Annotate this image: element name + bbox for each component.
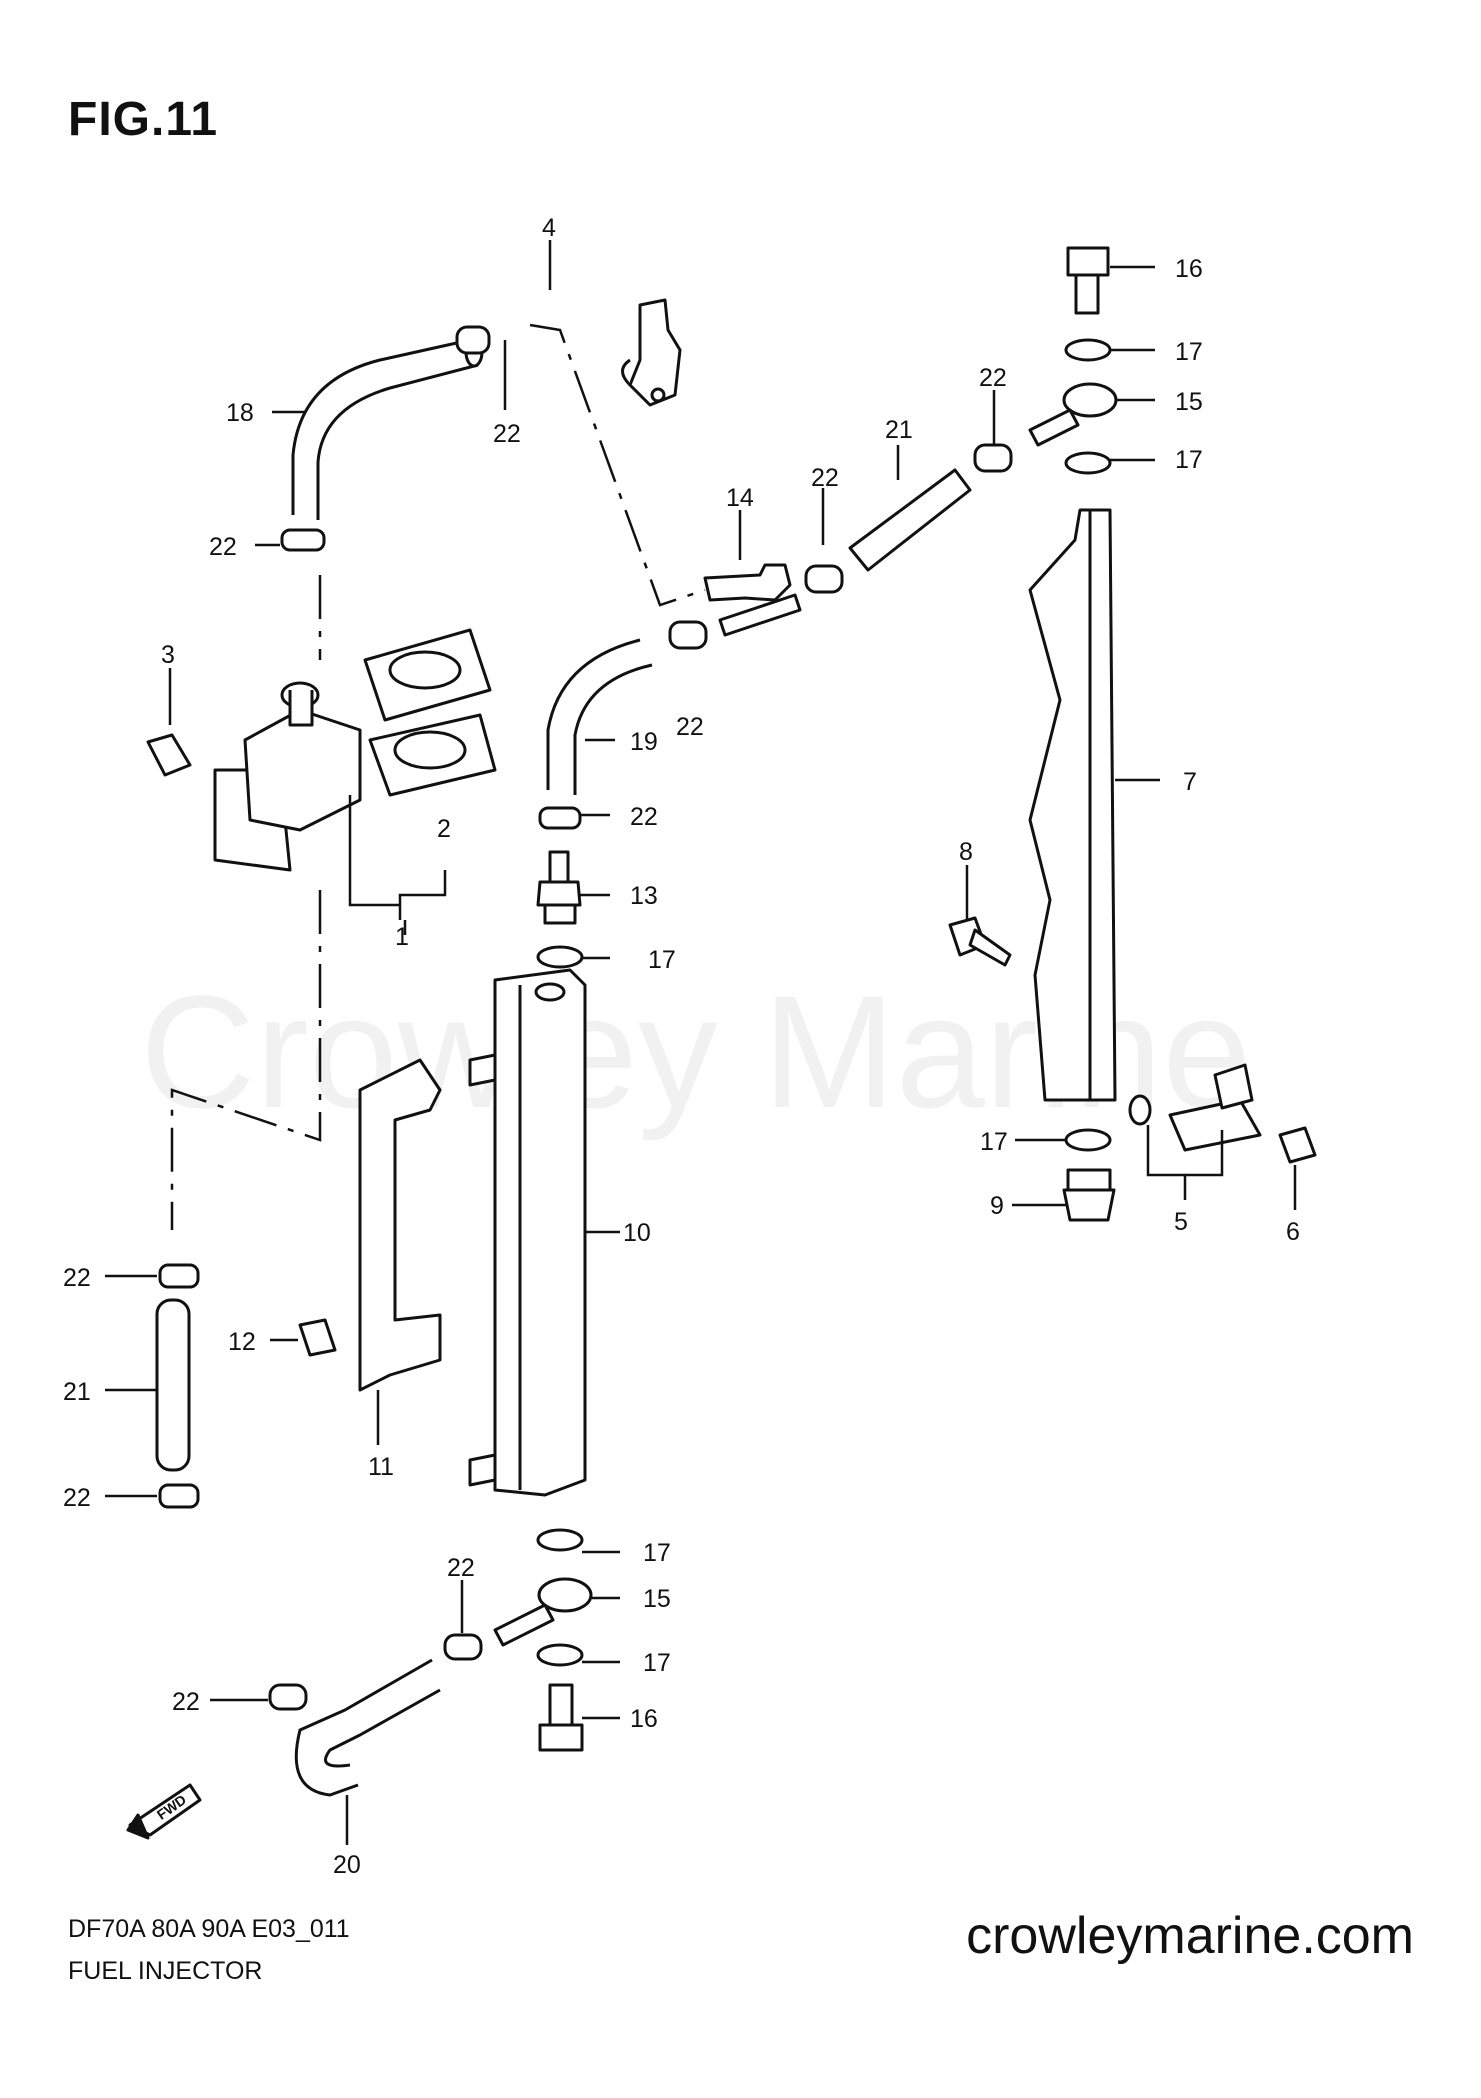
callout-22-e: 22 [676,713,704,741]
callout-17-b: 17 [1175,446,1203,474]
callout-17-a: 17 [1175,338,1203,366]
callout-22-h: 22 [63,1484,91,1512]
callout-16-upper: 16 [1175,255,1203,283]
washer-17 [536,1643,584,1667]
callout-12: 12 [228,1328,256,1356]
callout-7: 7 [1183,768,1197,796]
callout-10: 10 [623,1219,651,1247]
callout-17-c: 17 [980,1128,1008,1156]
washer-17 [1064,338,1112,362]
banjo-bolt-16-upper [1066,246,1110,315]
fuel-rail-7 [1028,508,1117,1102]
fuel-hose-19 [546,638,641,790]
holder-bracket-2 [363,628,497,797]
callout-22-b: 22 [209,533,237,561]
forward-direction-arrow: FWD [126,1783,202,1840]
site-url[interactable]: crowleymarine.com [966,1907,1414,1965]
callout-21-lower: 21 [63,1378,91,1406]
fuel-hose-20 [294,1658,433,1797]
callout-4: 4 [542,214,556,242]
callout-22-a: 22 [493,420,521,448]
fuel-hose-18-outline [316,363,479,520]
fuel-elbow-14 [703,563,792,602]
fuel-rail-10 [493,968,587,1497]
bracket-11 [358,1058,442,1392]
bolt-12 [298,1318,337,1357]
callout-15-lower: 15 [643,1585,671,1613]
callout-18: 18 [226,399,254,427]
washer-17 [536,945,584,969]
diagram-name: FUEL INJECTOR [68,1957,263,1985]
callout-8: 8 [959,838,973,866]
fuel-injector-5 [1128,1063,1262,1152]
callout-22-f: 22 [630,803,658,831]
injector-cap-6 [1278,1126,1317,1164]
leader-lines [105,240,1297,1845]
callout-2: 2 [437,815,451,843]
clip-part [621,298,682,407]
callout-16-lower: 16 [630,1705,658,1733]
callout-9: 9 [990,1192,1004,1220]
callout-14: 14 [726,484,754,512]
banjo-fitting-15-upper [1028,382,1118,447]
callout-17-f: 17 [643,1649,671,1677]
callout-22-j: 22 [172,1688,200,1716]
callout-22-g: 22 [63,1264,91,1292]
figure-title: FIG.11 [68,93,219,146]
callout-6: 6 [1286,1218,1300,1246]
callout-5: 5 [1174,1208,1188,1236]
callout-labels: 1 2 3 4 5 6 7 8 9 10 11 12 13 14 15 15 1… [63,214,1300,1879]
washer-17 [1064,1128,1112,1152]
callout-13: 13 [630,882,658,910]
callout-22-c: 22 [811,464,839,492]
hose-clamp [158,325,1013,1711]
callout-17-e: 17 [643,1539,671,1567]
washer-17 [536,1528,584,1552]
callout-22-d: 22 [979,364,1007,392]
callout-15-upper: 15 [1175,388,1203,416]
fuel-hose-18 [291,338,471,515]
bolt-8 [948,916,1012,967]
hose-route-dashline [529,323,706,607]
callout-11: 11 [368,1453,394,1481]
callout-20: 20 [333,1851,361,1879]
pressure-regulator-1 [213,681,362,872]
fuel-hose-21-lower [155,1298,191,1472]
hose-route-dashline [170,890,322,1230]
callout-3: 3 [161,641,175,669]
bolt-3 [146,733,192,777]
washer-17 [1064,451,1112,475]
fuel-hose-21-upper [848,468,972,572]
plug-9 [1062,1168,1116,1222]
fitting-13 [536,850,582,925]
callout-21-upper: 21 [885,416,913,444]
callout-19: 19 [630,728,658,756]
banjo-fitting-15-lower [493,1577,593,1647]
callout-22-i: 22 [447,1554,475,1582]
banjo-bolt-16-lower [538,1683,584,1752]
callout-1: 1 [395,923,409,951]
callout-17-d: 17 [648,946,676,974]
model-code: DF70A 80A 90A E03_011 [68,1915,350,1943]
